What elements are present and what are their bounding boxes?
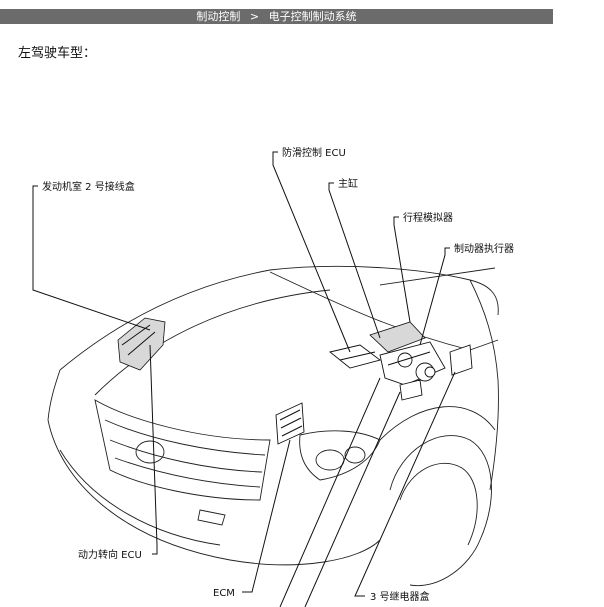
brake-actuator-assembly: [328, 321, 446, 401]
callout-ecm: ECM: [213, 588, 235, 599]
callout-stroke-simulator: 行程模拟器: [403, 211, 453, 224]
page-heading: 左驾驶车型：: [18, 46, 97, 61]
breadcrumb-subsection[interactable]: 电子控制制动系统: [268, 10, 357, 23]
junction-box-2-part: [117, 317, 166, 371]
relay-box-3-part: [449, 344, 473, 376]
breadcrumb-section[interactable]: 制动控制: [196, 10, 241, 23]
callout-master-cylinder: 主缸: [338, 177, 358, 190]
ecm-part: [275, 402, 305, 445]
callout-relay-box-3: 3 号继电器盒: [370, 590, 430, 603]
vehicle-illustration: [47, 265, 499, 587]
breadcrumb-separator: >: [249, 10, 260, 23]
callout-junction-box-2: 发动机室 2 号接线盒: [42, 180, 135, 193]
callout-brake-actuator: 制动器执行器: [454, 242, 514, 255]
leader-lines: [32, 151, 456, 607]
breadcrumb: 制动控制 > 电子控制制动系统: [0, 9, 553, 24]
callout-power-steering-ecu: 动力转向 ECU: [78, 548, 142, 561]
callout-antilock-ecu: 防滑控制 ECU: [282, 146, 346, 159]
